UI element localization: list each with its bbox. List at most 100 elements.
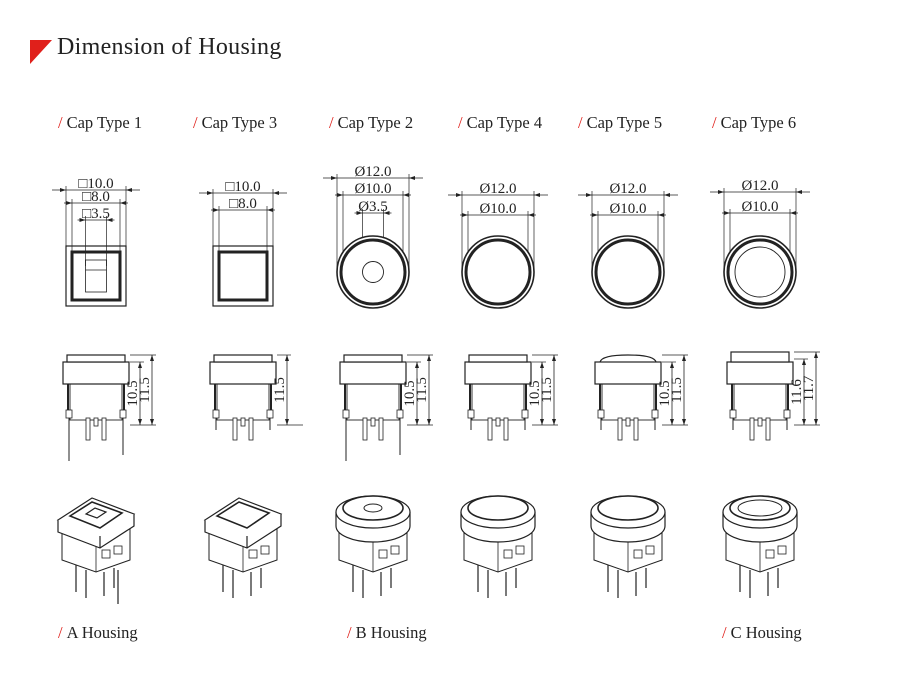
leg-foot xyxy=(521,409,529,419)
arrowhead xyxy=(802,359,806,365)
cap-outline xyxy=(217,250,269,302)
leg-foot xyxy=(212,409,220,419)
side-view-cap-1 xyxy=(62,354,156,461)
top-dimension: □8.0 xyxy=(64,189,128,252)
isometric-view-cap-6 xyxy=(722,495,798,598)
side-dimension: 10.5 xyxy=(125,361,144,425)
arrowhead xyxy=(552,419,556,425)
arrowhead xyxy=(540,419,544,425)
isometric-view-cap-4 xyxy=(460,495,536,598)
housing-outline xyxy=(336,235,410,309)
cap-top xyxy=(730,351,790,363)
leg-foot xyxy=(597,409,605,419)
dimension-value: Ø12.0 xyxy=(741,178,778,194)
side-view-cap-6 xyxy=(726,351,820,441)
top-dimension: Ø10.0 xyxy=(722,199,798,253)
cap-type-4-label: Cap Type 4 xyxy=(466,113,543,132)
dimension-value: 11.5 xyxy=(414,377,430,403)
leg-foot xyxy=(342,409,350,419)
arrowhead xyxy=(456,193,462,197)
cap-outline xyxy=(464,238,532,306)
side-dimension: 10.5 xyxy=(657,361,676,425)
arrowhead xyxy=(814,419,818,425)
side-dimension: 11.5 xyxy=(532,354,558,425)
cap-type-label: /Cap Type 3 xyxy=(193,113,277,133)
dimension-value: Ø12.0 xyxy=(479,181,516,197)
housing-body xyxy=(346,383,400,421)
arrowhead xyxy=(126,188,132,192)
leg-foot xyxy=(467,409,475,419)
cap xyxy=(597,495,659,521)
cap-top xyxy=(66,354,126,363)
arrowhead xyxy=(796,190,802,194)
cap-outline xyxy=(726,238,794,306)
arrowhead xyxy=(415,419,419,425)
side-dimension: 11.5 xyxy=(272,354,291,425)
dimension-value: 10.5 xyxy=(125,380,141,406)
side-dimension: 10.5 xyxy=(402,361,421,425)
cap xyxy=(68,501,124,529)
arrowhead xyxy=(658,213,664,217)
dimension-value: 11.7 xyxy=(801,375,817,401)
terminal-pin xyxy=(93,417,99,427)
side-dimension: 10.5 xyxy=(527,361,546,425)
arrowhead xyxy=(207,191,213,195)
dimension-value: □10.0 xyxy=(225,179,260,195)
arrowhead xyxy=(409,176,415,180)
side-dimension: 11.6 xyxy=(789,358,808,425)
arrowhead xyxy=(106,218,113,222)
slash-mark: / xyxy=(58,113,63,132)
top-dimension: □10.0 xyxy=(199,179,287,246)
side-dimension: 11.5 xyxy=(662,354,688,425)
cap-dome xyxy=(599,354,657,363)
housing-outline xyxy=(212,245,274,307)
arrowhead xyxy=(120,201,126,205)
arrowhead xyxy=(718,190,724,194)
arrowhead xyxy=(682,419,686,425)
dimension-value: Ø10.0 xyxy=(609,201,646,217)
title-accent-triangle xyxy=(30,40,52,64)
slash-mark: / xyxy=(329,113,334,132)
terminal-pin xyxy=(101,417,107,441)
cap-top xyxy=(468,354,528,363)
terminal-window xyxy=(765,549,775,559)
arrowhead xyxy=(427,355,431,361)
top-dimension: Ø10.0 xyxy=(590,201,666,253)
arrowhead xyxy=(79,218,86,222)
arrowhead xyxy=(724,211,730,215)
housing-label: /A Housing xyxy=(58,623,138,643)
arrowhead xyxy=(267,208,273,212)
arrowhead xyxy=(356,211,363,215)
top-view-cap-2 xyxy=(212,245,274,307)
dimension-value: Ø12.0 xyxy=(354,164,391,180)
c-housing-label: C Housing xyxy=(730,623,802,642)
terminal-window xyxy=(633,549,643,559)
cap-type-label: /Cap Type 4 xyxy=(458,113,542,133)
housing-body-top xyxy=(594,361,662,385)
top-dimension: Ø3.5 xyxy=(354,199,392,238)
lens-window xyxy=(84,507,108,519)
cap-type-label: /Cap Type 5 xyxy=(578,113,662,133)
arrowhead xyxy=(331,176,337,180)
housing-body xyxy=(733,383,787,421)
cap-top xyxy=(343,354,403,363)
terminal-pin xyxy=(370,417,376,427)
arrowhead xyxy=(66,201,72,205)
top-view-cap-3 xyxy=(336,235,410,309)
leg-foot xyxy=(729,409,737,419)
arrowhead xyxy=(138,362,142,368)
cap-type-2-label: Cap Type 2 xyxy=(337,113,414,132)
housing-body xyxy=(471,383,525,421)
side-view-cap-5 xyxy=(594,354,688,441)
arrowhead xyxy=(592,213,598,217)
side-dimension: 11.5 xyxy=(130,354,156,425)
terminal-pin xyxy=(248,417,254,441)
isometric-view-cap-5 xyxy=(590,495,666,598)
cap-outline xyxy=(70,250,122,302)
terminal-pin xyxy=(625,417,631,427)
terminal-pin xyxy=(757,417,763,427)
slash-mark: / xyxy=(193,113,198,132)
isometric-view-cap-1 xyxy=(56,497,136,604)
housing-body xyxy=(216,383,270,421)
dimension-value: 11.6 xyxy=(789,379,805,405)
